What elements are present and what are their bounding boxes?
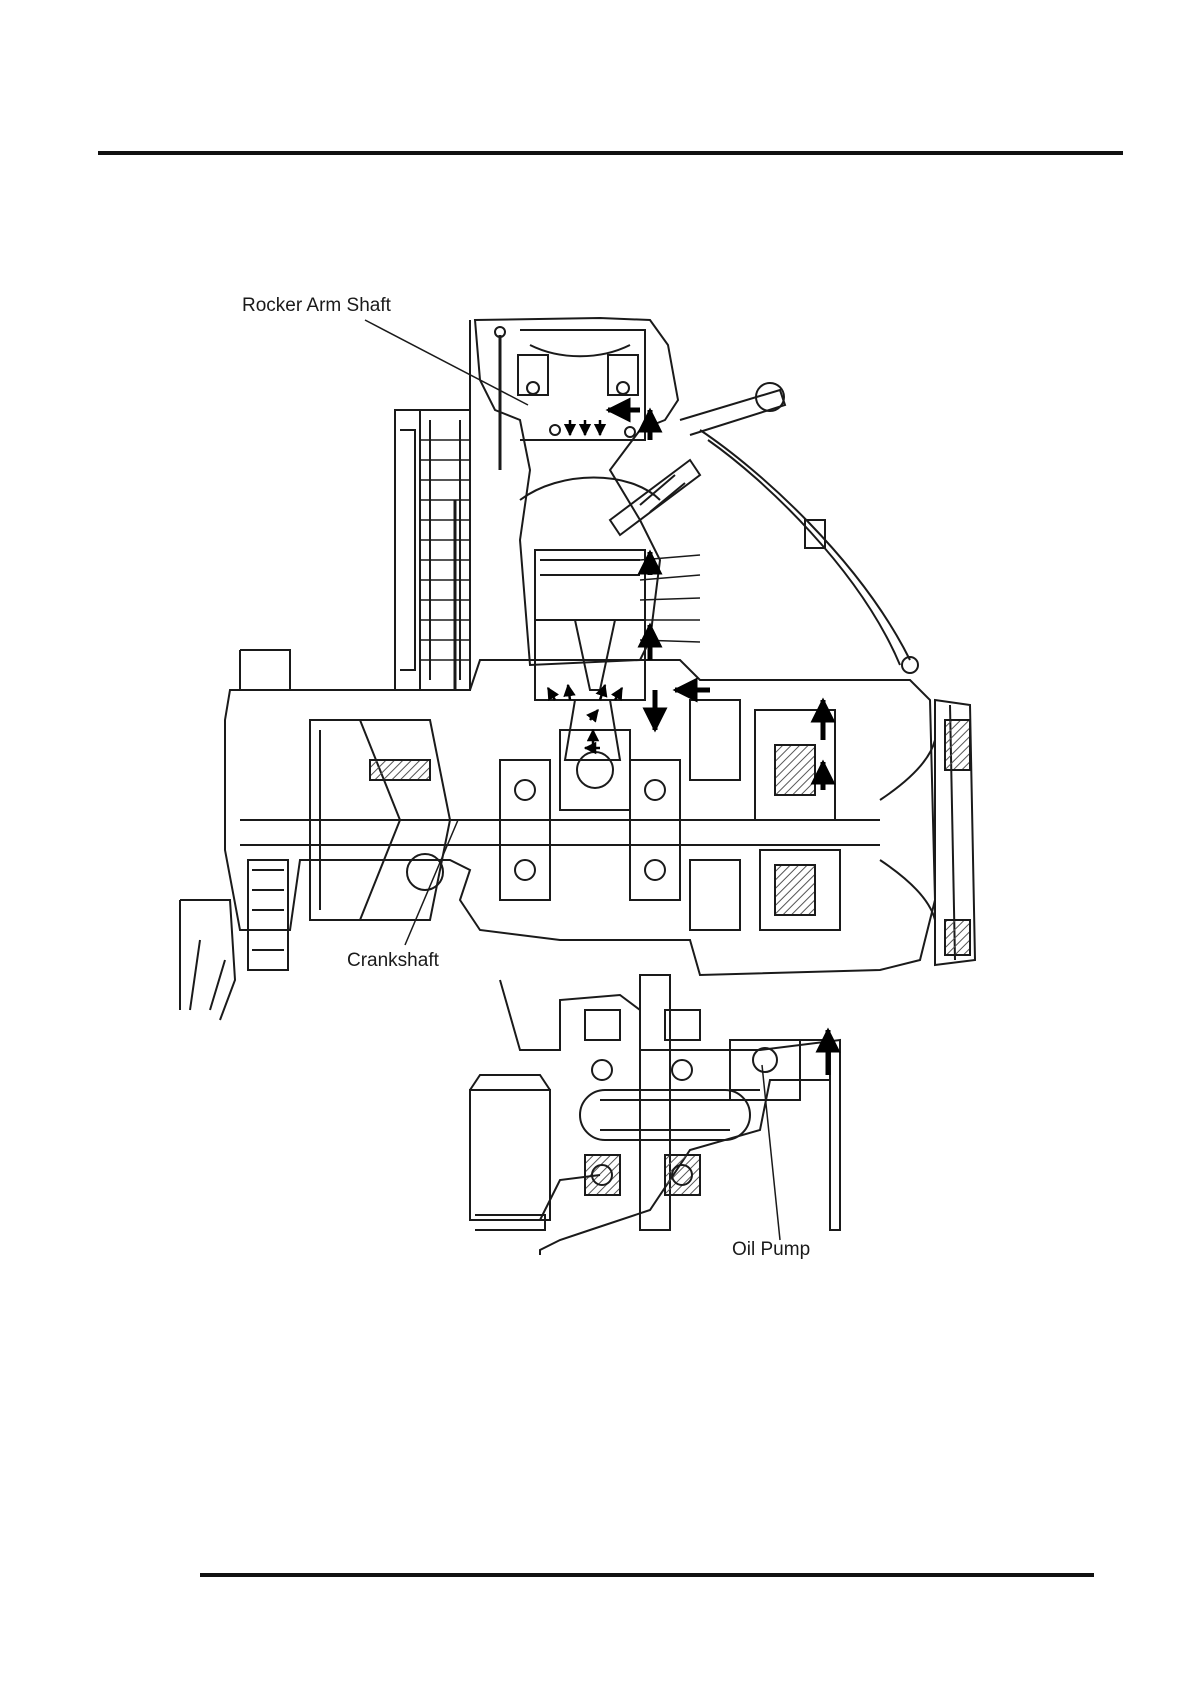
oil-filter xyxy=(470,1090,550,1220)
crankcase xyxy=(225,660,935,975)
label-crankshaft: Crankshaft xyxy=(347,950,439,972)
crankshaft xyxy=(240,820,880,845)
leader-oil-pump xyxy=(762,1065,780,1240)
leader-crankshaft xyxy=(405,820,458,945)
label-oil-pump: Oil Pump xyxy=(732,1239,810,1261)
label-rocker-arm-shaft: Rocker Arm Shaft xyxy=(242,295,391,317)
leader-rocker-arm-shaft xyxy=(365,320,528,405)
cylinder-block xyxy=(420,410,470,690)
footer-rule xyxy=(200,1573,1094,1577)
spark-plug xyxy=(610,460,700,535)
